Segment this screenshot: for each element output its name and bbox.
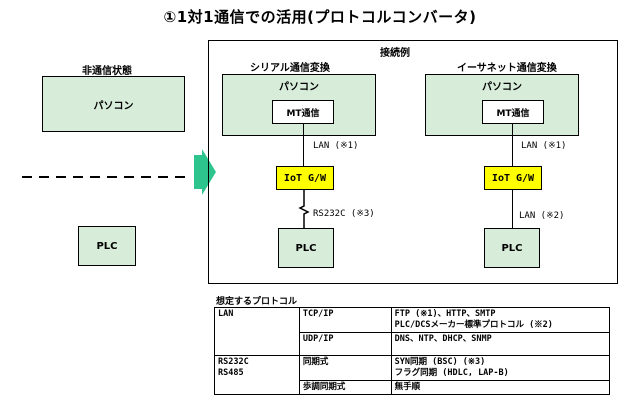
serial-lan-line — [303, 124, 304, 166]
ethernet-plc-box: PLC — [484, 228, 540, 268]
table-row: RS232C RS485 同期式 SYN同期 (BSC) (※3) フラグ同期 … — [214, 355, 611, 395]
table-cell: LAN — [214, 307, 300, 356]
serial-heading: シリアル通信変換 — [250, 63, 330, 74]
protocol-table: LAN TCP/IP FTP (※1)、HTTP、SMTP PLC/DCSメーカ… — [214, 307, 611, 395]
cell-line: FTP (※1)、HTTP、SMTP — [394, 309, 496, 319]
ethernet-lan1-line — [512, 124, 513, 166]
cell-line: SYN同期 (BSC) (※3) — [394, 357, 486, 367]
table-cell: 無手順 — [390, 380, 611, 395]
example-heading: 接続例 — [380, 48, 410, 59]
table-row: 歩調同期式 無手順 — [215, 380, 611, 395]
ethernet-heading: イーサネット通信変換 — [457, 63, 557, 74]
table-cell: RS232C RS485 — [214, 355, 300, 395]
cell-line: PLC/DCSメーカー標準プロトコル (※2) — [394, 320, 553, 330]
table-row: UDP/IP DNS、NTP、DHCP、SNMP — [215, 332, 611, 356]
serial-rs232c-label: RS232C (※3) — [313, 209, 375, 219]
table-cell: TCP/IP — [298, 307, 392, 333]
table-cell: FTP (※1)、HTTP、SMTP PLC/DCSメーカー標準プロトコル (※… — [390, 307, 611, 333]
table-cell: DNS、NTP、DHCP、SNMP — [390, 332, 611, 356]
serial-gateway-box: IoT G/W — [276, 166, 334, 190]
left-pc-box: パソコン — [42, 76, 185, 132]
serial-lan-label: LAN (※1) — [313, 141, 359, 151]
cell-line: RS232C — [218, 357, 249, 367]
left-plc-box: PLC — [78, 226, 136, 266]
ethernet-lan2-line — [512, 190, 513, 228]
table-cell: 同期式 — [298, 355, 392, 381]
table-cell: UDP/IP — [298, 332, 392, 356]
cell-line: フラグ同期 (HDLC, LAP-B) — [394, 368, 509, 378]
table-row: LAN TCP/IP FTP (※1)、HTTP、SMTP PLC/DCSメーカ… — [214, 307, 611, 356]
serial-rs232c-line — [298, 190, 310, 228]
cell-line: RS485 — [218, 368, 244, 378]
protocols-heading: 想定するプロトコル — [216, 297, 298, 307]
ethernet-mt-box: MT通信 — [482, 100, 544, 124]
ethernet-gateway-box: IoT G/W — [484, 166, 542, 190]
ethernet-lan1-label: LAN (※1) — [521, 141, 567, 151]
page-title: ①1対1通信での活用(プロトコルコンバータ) — [163, 8, 477, 26]
left-heading: 非通信状態 — [82, 66, 132, 77]
ethernet-lan2-label: LAN (※2) — [519, 211, 565, 221]
serial-plc-box: PLC — [278, 228, 334, 268]
table-cell: SYN同期 (BSC) (※3) フラグ同期 (HDLC, LAP-B) — [390, 355, 611, 381]
serial-mt-box: MT通信 — [272, 100, 334, 124]
connection-example-frame — [208, 40, 618, 284]
table-cell: 歩調同期式 — [298, 380, 392, 395]
right-arrow-icon — [194, 149, 216, 195]
dashed-separator — [22, 176, 192, 178]
